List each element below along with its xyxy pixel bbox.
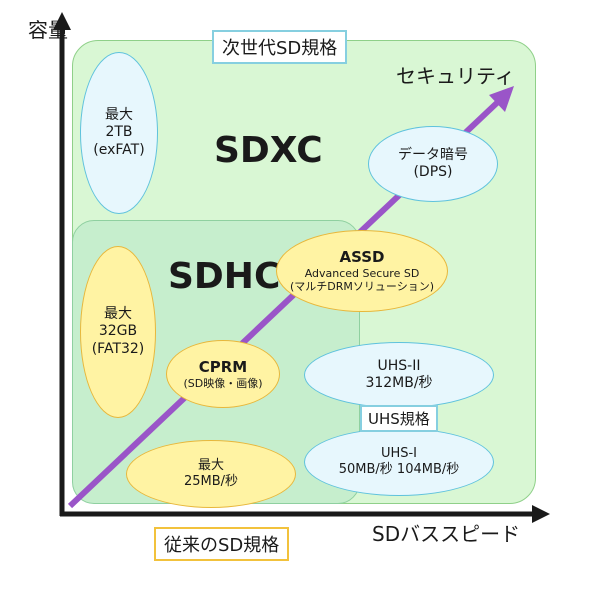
x-axis-arrowhead <box>532 505 550 523</box>
sdhc-capacity-line2: 32GB <box>98 323 138 340</box>
security-arrowhead <box>489 86 514 112</box>
sdxc-title: SDXC <box>214 130 323 171</box>
cprm-title: CPRM <box>198 357 248 376</box>
security-label: セキュリティ <box>396 64 515 88</box>
legacy-speed-ellipse: 最大 25MB/秒 <box>126 440 296 508</box>
legacy-speed-line1: 最大 <box>197 457 224 473</box>
y-axis-label: 容量 <box>28 18 68 42</box>
uhs2-ellipse: UHS-II 312MB/秒 <box>304 342 494 408</box>
dps-line2: (DPS) <box>413 164 453 180</box>
uhs1-line1: UHS-I <box>380 445 418 461</box>
sdxc-capacity-line2: 2TB <box>105 124 133 141</box>
sdxc-capacity-line3: (exFAT) <box>93 141 145 158</box>
cprm-ellipse: CPRM (SD映像・画像) <box>166 340 280 408</box>
assd-line1: Advanced Secure SD <box>304 266 420 280</box>
legacy-speed-line2: 25MB/秒 <box>183 474 239 489</box>
sdxc-capacity-ellipse: 最大 2TB (exFAT) <box>80 52 158 214</box>
assd-title: ASSD <box>339 247 385 266</box>
x-axis-label: SDバススピード <box>372 522 521 546</box>
assd-line2: (マルチDRMソリューション) <box>290 280 434 294</box>
legacy-sd-label: 従来のSD規格 <box>154 527 290 561</box>
sdhc-capacity-line1: 最大 <box>104 305 132 322</box>
dps-line1: データ暗号 <box>398 146 468 163</box>
next-gen-sd-label: 次世代SD規格 <box>212 30 348 64</box>
assd-ellipse: ASSD Advanced Secure SD (マルチDRMソリューション) <box>276 230 448 312</box>
uhs2-line2: 312MB/秒 <box>365 375 433 391</box>
uhs1-line2: 50MB/秒 104MB/秒 <box>338 462 460 477</box>
sdxc-capacity-line1: 最大 <box>105 106 133 123</box>
sdhc-title: SDHC <box>168 256 281 297</box>
cprm-line1: (SD映像・画像) <box>183 376 263 390</box>
sdhc-capacity-ellipse: 最大 32GB (FAT32) <box>80 246 156 418</box>
sdhc-capacity-line3: (FAT32) <box>91 340 145 357</box>
uhs2-line1: UHS-II <box>377 357 421 374</box>
uhs-standard-label: UHS規格 <box>360 405 438 432</box>
uhs1-ellipse: UHS-I 50MB/秒 104MB/秒 <box>304 428 494 496</box>
dps-ellipse: データ暗号 (DPS) <box>368 126 498 202</box>
y-axis-arrowhead <box>53 12 71 30</box>
